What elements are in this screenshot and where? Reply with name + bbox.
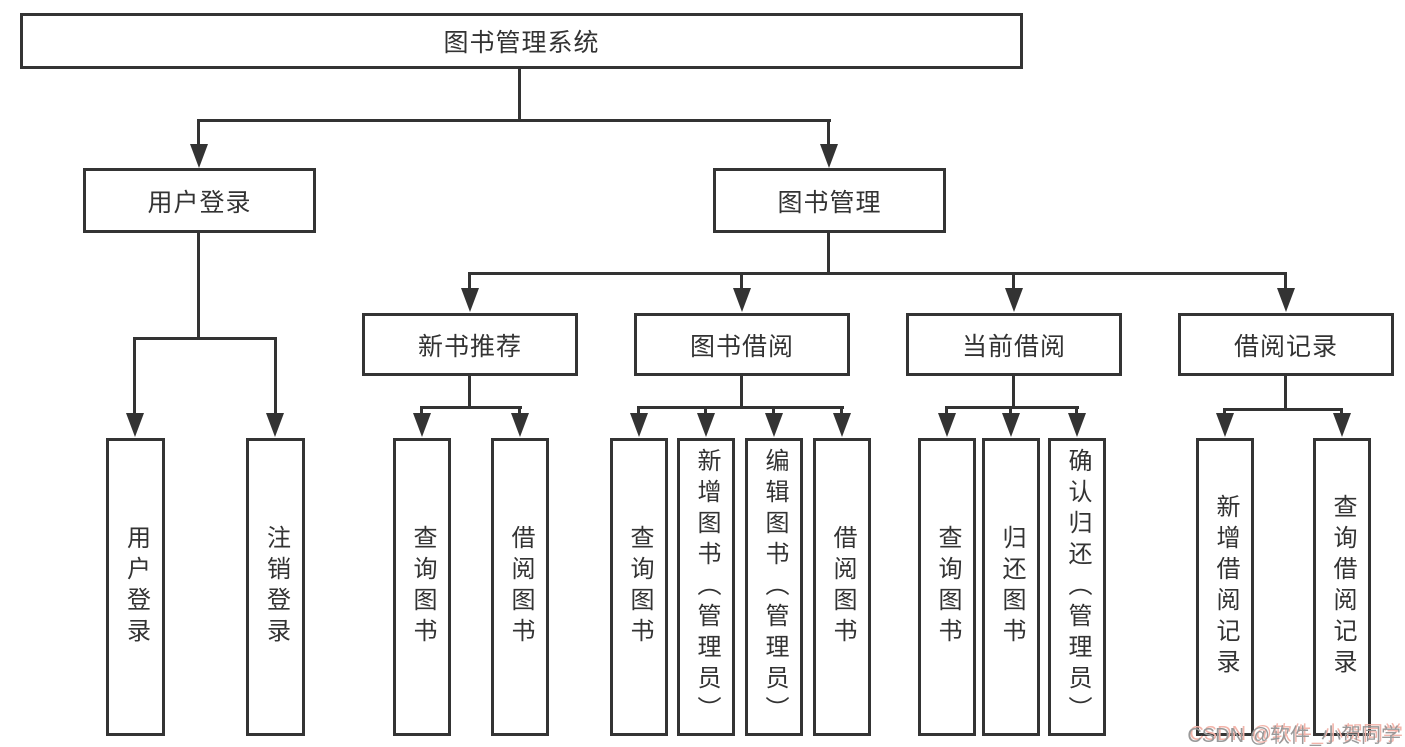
arrow-down-icon <box>126 413 144 437</box>
connector-drop <box>1223 408 1226 416</box>
connector-drop <box>420 406 423 416</box>
arrow-down-icon <box>1277 288 1295 312</box>
leaf-borrow-query-books: 查询图书 <box>610 438 668 736</box>
connector-user-login-hline <box>133 337 277 340</box>
connector-borrow-stem <box>740 376 743 406</box>
leaf-current-confirm-return-admin: 确认归还（管理员） <box>1048 438 1106 736</box>
leaf-current-confirm-return-admin-label: 确认归还（管理员） <box>1064 447 1091 727</box>
leaf-logout: 注销登录 <box>246 438 305 736</box>
arrow-down-icon <box>1005 288 1023 312</box>
connector-recommend-stem <box>468 376 471 406</box>
connector-drop <box>827 119 830 149</box>
leaf-user-login: 用户登录 <box>106 438 165 736</box>
leaf-borrow-add-books-admin: 新增图书（管理员） <box>677 438 735 736</box>
connector-current-hline <box>945 406 1079 409</box>
connector-drop <box>1340 408 1343 416</box>
connector-root-hline <box>197 119 831 122</box>
connector-root-stem <box>518 69 521 119</box>
leaf-logout-label: 注销登录 <box>262 525 290 649</box>
arrow-down-icon <box>266 413 284 437</box>
connector-drop <box>518 406 521 416</box>
arrow-down-icon <box>1002 413 1020 437</box>
leaf-recommend-borrow-books-label: 借阅图书 <box>507 525 534 649</box>
arrow-down-icon <box>461 288 479 312</box>
connector-drop <box>197 119 200 149</box>
connector-drop <box>468 272 471 292</box>
arrow-down-icon <box>833 413 851 437</box>
connector-records-hline <box>1223 408 1343 411</box>
connector-book-mgmt-stem <box>827 233 830 272</box>
connector-drop <box>840 406 843 416</box>
leaf-borrow-edit-books-admin: 编辑图书（管理员） <box>745 438 803 736</box>
leaf-current-return-books-label: 归还图书 <box>998 525 1025 649</box>
connector-drop <box>945 406 948 416</box>
arrow-down-icon <box>190 144 208 168</box>
connector-drop <box>740 272 743 292</box>
leaf-borrow-edit-books-admin-label: 编辑图书（管理员） <box>761 447 788 727</box>
connector-drop <box>772 406 775 416</box>
connector-current-stem <box>1012 376 1015 406</box>
leaf-records-add-record: 新增借阅记录 <box>1196 438 1254 736</box>
leaf-recommend-borrow-books: 借阅图书 <box>491 438 549 736</box>
node-current-borrow: 当前借阅 <box>906 313 1122 376</box>
leaf-borrow-borrow-books: 借阅图书 <box>813 438 871 736</box>
connector-drop <box>1075 406 1078 416</box>
node-book-management-label: 图书管理 <box>777 188 882 217</box>
arrow-down-icon <box>630 413 648 437</box>
node-current-borrow-label: 当前借阅 <box>961 332 1066 361</box>
arrow-down-icon <box>697 413 715 437</box>
node-root: 图书管理系统 <box>20 13 1023 69</box>
node-new-book-recommend-label: 新书推荐 <box>417 332 522 361</box>
arrow-down-icon <box>820 144 838 168</box>
leaf-current-query-books-label: 查询图书 <box>934 525 961 649</box>
connector-drop <box>274 337 277 415</box>
node-book-borrow-label: 图书借阅 <box>689 332 794 361</box>
node-book-borrow: 图书借阅 <box>634 313 850 376</box>
connector-user-login-stem <box>197 233 200 337</box>
leaf-records-query-record-label: 查询借阅记录 <box>1329 494 1356 680</box>
node-book-management: 图书管理 <box>713 168 946 233</box>
arrow-down-icon <box>511 413 529 437</box>
leaf-borrow-borrow-books-label: 借阅图书 <box>829 525 856 649</box>
arrow-down-icon <box>1333 413 1351 437</box>
connector-borrow-hline <box>637 406 844 409</box>
connector-drop <box>637 406 640 416</box>
arrow-down-icon <box>938 413 956 437</box>
connector-records-stem <box>1284 376 1287 409</box>
connector-drop <box>1012 272 1015 292</box>
leaf-recommend-query-books: 查询图书 <box>393 438 451 736</box>
leaf-current-query-books: 查询图书 <box>918 438 976 736</box>
node-user-login-label: 用户登录 <box>147 188 252 217</box>
arrow-down-icon <box>1068 413 1086 437</box>
connector-drop <box>704 406 707 416</box>
leaf-borrow-query-books-label: 查询图书 <box>626 525 653 649</box>
connector-book-mgmt-hline <box>468 272 1287 275</box>
node-root-label: 图书管理系统 <box>443 29 600 57</box>
leaf-records-add-record-label: 新增借阅记录 <box>1212 494 1239 680</box>
node-borrow-records: 借阅记录 <box>1178 313 1394 376</box>
arrow-down-icon <box>1216 413 1234 437</box>
node-new-book-recommend: 新书推荐 <box>362 313 578 376</box>
leaf-borrow-add-books-admin-label: 新增图书（管理员） <box>693 447 720 727</box>
arrow-down-icon <box>413 413 431 437</box>
leaf-current-return-books: 归还图书 <box>982 438 1040 736</box>
arrow-down-icon <box>733 288 751 312</box>
leaf-records-query-record: 查询借阅记录 <box>1313 438 1371 736</box>
connector-drop <box>133 337 136 415</box>
arrow-down-icon <box>765 413 783 437</box>
leaf-user-login-label: 用户登录 <box>122 525 150 649</box>
node-user-login: 用户登录 <box>83 168 316 233</box>
leaf-recommend-query-books-label: 查询图书 <box>409 525 436 649</box>
connector-drop <box>1284 272 1287 292</box>
connector-drop <box>1009 406 1012 416</box>
connector-recommend-hline <box>420 406 522 409</box>
csdn-watermark: CSDN @软件_小贺同学 <box>1187 725 1401 747</box>
node-borrow-records-label: 借阅记录 <box>1233 332 1338 361</box>
